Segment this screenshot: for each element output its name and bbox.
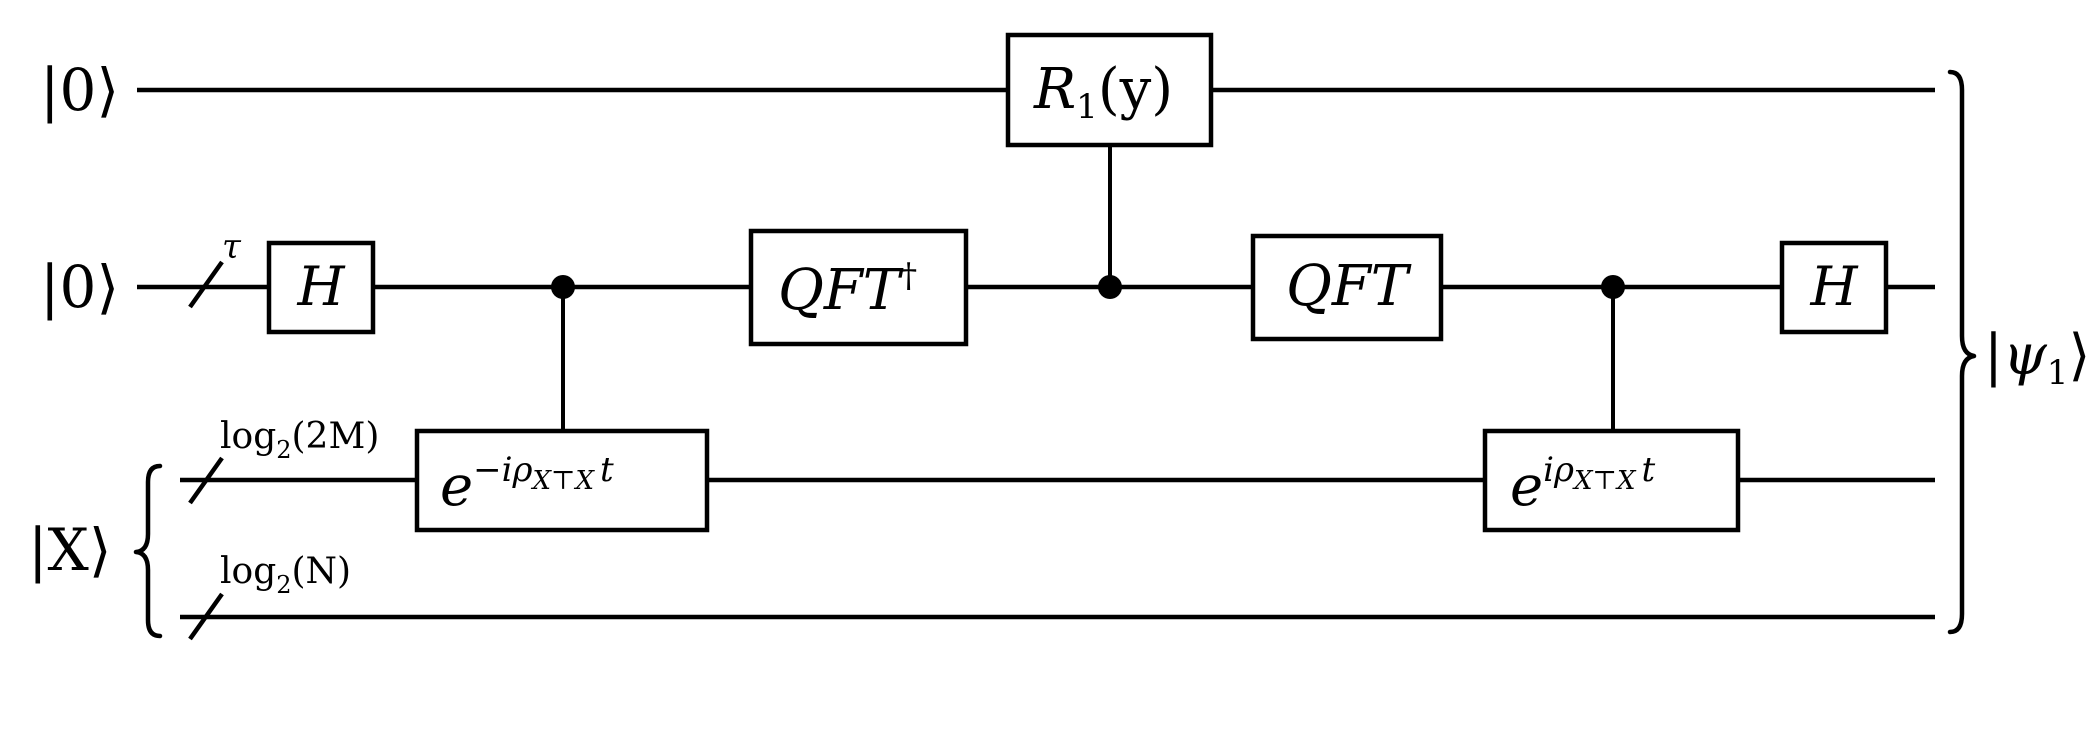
gate-h-right: H [1779,240,1889,335]
svg-text:H: H [1809,255,1858,318]
input-label-register: |X⟩ [28,516,111,584]
input-label-mid: |0⟩ [40,253,119,321]
gate-rotation: R1(y) [1005,32,1214,148]
bundle-label-reg-b: log2(N) [220,551,351,599]
input-label-top: |0⟩ [40,56,119,124]
control-dot-rotation [1098,275,1122,299]
output-label: |ψ1⟩ [1984,323,2090,393]
bundle-slash-mid [188,260,224,309]
gate-rotation-label: R1(y) [1033,57,1173,127]
bundle-label-reg-a: log2(2M) [220,416,379,464]
right-brace [1947,69,1977,635]
bundle-slash-reg-b [188,592,224,641]
left-brace [133,463,163,639]
gate-qft-dagger: QFT† [748,228,969,347]
gate-h-left: H [266,240,376,335]
control-dot-exp-neg [551,275,575,299]
svg-text:QFT: QFT [1286,254,1412,319]
svg-text:H: H [296,255,345,318]
gate-qft: QFT [1250,233,1444,342]
control-dot-exp-pos [1601,275,1625,299]
bundle-slash-reg-a [188,456,224,505]
bundle-label-mid: τ [222,227,242,267]
gate-qft-dagger-label: QFT† [778,256,917,323]
